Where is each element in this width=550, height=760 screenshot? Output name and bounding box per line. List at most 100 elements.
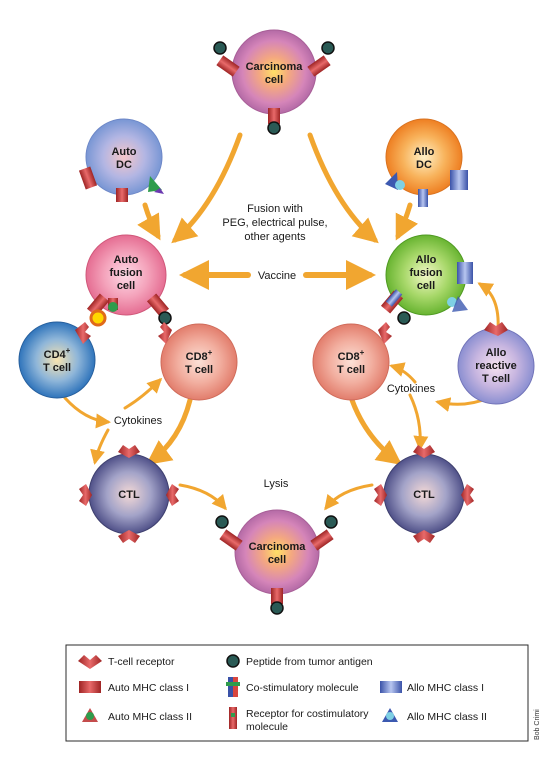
- allo-mhc1-legend-icon: [380, 681, 402, 693]
- legend-receptor-2: molecule: [246, 721, 288, 733]
- ctl-left-label: CTL: [118, 489, 140, 501]
- arrow-allo-dc-to-allo-fusion: [395, 202, 419, 241]
- fusion-label-3: other agents: [244, 231, 306, 243]
- svg-text:Allo MHC class II: Allo MHC class II: [407, 711, 487, 723]
- svg-text:T cell: T cell: [482, 373, 510, 385]
- cytokines-right-label: Cytokines: [387, 383, 436, 395]
- legend-tcr: T-cell receptor: [108, 656, 175, 668]
- peptide-legend-icon: [226, 654, 240, 668]
- svg-text:Cytokines: Cytokines: [387, 383, 436, 395]
- svg-text:Auto: Auto: [113, 254, 138, 266]
- svg-text:cell: cell: [265, 74, 283, 86]
- flow-arrows: [63, 132, 500, 511]
- carcinoma-bottom-label-2: cell: [268, 554, 286, 566]
- svg-text:Vaccine: Vaccine: [258, 270, 296, 282]
- carcinoma-top-label: Carcinoma: [246, 61, 304, 73]
- arrow-cd8-left-to-ctl-left: [145, 397, 193, 465]
- svg-text:other agents: other agents: [244, 231, 306, 243]
- arrow-cd4-cytokines: [63, 396, 111, 429]
- svg-text:Auto MHC class I: Auto MHC class I: [108, 682, 189, 694]
- cytokines-left-label: Cytokines: [114, 415, 163, 427]
- auto-dc-label: Auto: [111, 146, 136, 158]
- svg-text:Lysis: Lysis: [264, 478, 289, 490]
- ctl-cell-right: CTL: [374, 445, 474, 543]
- cd8-right-label: CD8: [338, 351, 360, 363]
- svg-text:Allo: Allo: [416, 254, 437, 266]
- cd8-t-cell-right: CD8+ T cell: [312, 322, 392, 401]
- cd8-t-cell-left: CD8+ T cell: [158, 322, 238, 401]
- arrow-ctl-right-to-carcinoma: [324, 483, 374, 511]
- allo-fusion-label: Allo: [416, 254, 437, 266]
- svg-text:Cytokines: Cytokines: [114, 415, 163, 427]
- cd8-left-label: CD8: [186, 351, 208, 363]
- cd8-right-superscript: +: [360, 348, 365, 357]
- cd8-right-label-2: T cell: [337, 364, 365, 376]
- svg-text:reactive: reactive: [475, 360, 517, 372]
- arrow-cytokines-to-cd8-left: [123, 377, 163, 410]
- svg-text:CTL: CTL: [413, 489, 435, 501]
- auto-dc-label-2: DC: [116, 159, 132, 171]
- svg-text:Receptor for costimulatory: Receptor for costimulatory: [246, 708, 369, 720]
- auto-fusion-label: Auto: [113, 254, 138, 266]
- cd8-left-superscript: +: [208, 348, 213, 357]
- auto-mhc1-legend-icon: [79, 681, 101, 693]
- costim-legend-icon: [226, 677, 240, 697]
- legend-auto-mhc1: Auto MHC class I: [108, 682, 189, 694]
- tcr-legend-icon: [78, 655, 102, 669]
- arrow-auto-dc-to-auto-fusion: [137, 202, 161, 241]
- ctl-cell-left: CTL: [79, 445, 179, 543]
- svg-text:cell: cell: [117, 280, 135, 292]
- allo-dc-label-2: DC: [416, 159, 432, 171]
- arrow-cd8-right-to-ctl-right: [349, 397, 402, 466]
- allo-reactive-label-3: T cell: [482, 373, 510, 385]
- svg-text:PEG, electrical pulse,: PEG, electrical pulse,: [222, 217, 327, 229]
- svg-text:T cell: T cell: [185, 364, 213, 376]
- svg-text:fusion: fusion: [110, 267, 143, 279]
- carcinoma-cell-bottom: Carcinoma cell: [215, 509, 338, 615]
- lysis-label: Lysis: [264, 478, 289, 490]
- svg-text:Allo MHC class I: Allo MHC class I: [407, 682, 484, 694]
- cd4-label-2: T cell: [43, 362, 71, 374]
- vaccine-label: Vaccine: [258, 270, 296, 282]
- auto-mhc2-legend-icon: [82, 708, 98, 722]
- ctl-right-label: CTL: [413, 489, 435, 501]
- carcinoma-cell-top: Carcinoma cell: [213, 29, 335, 135]
- auto-dc-cell: Auto DC: [78, 118, 164, 202]
- svg-text:Fusion with: Fusion with: [247, 203, 303, 215]
- arrow-cytokines-to-ctl-right: [408, 393, 429, 451]
- artist-credit: Bob Crimi: [534, 709, 541, 740]
- legend-costim: Co-stimulatory molecule: [246, 682, 359, 694]
- allo-reactive-label: Allo: [486, 347, 507, 359]
- svg-text:cell: cell: [268, 554, 286, 566]
- svg-text:CD4+: CD4+: [44, 346, 71, 361]
- arrow-carcinoma-to-auto-fusion: [171, 132, 243, 244]
- svg-text:Peptide from tumor antigen: Peptide from tumor antigen: [246, 656, 373, 668]
- arrow-cytokines-to-cd8-right: [389, 362, 417, 384]
- svg-text:Auto MHC class II: Auto MHC class II: [108, 711, 192, 723]
- svg-text:Allo: Allo: [486, 347, 507, 359]
- svg-text:T-cell receptor: T-cell receptor: [108, 656, 175, 668]
- allo-dc-label: Allo: [414, 146, 435, 158]
- svg-text:fusion: fusion: [410, 267, 443, 279]
- arrow-ctl-left-to-carcinoma: [178, 483, 227, 511]
- svg-text:molecule: molecule: [246, 721, 288, 733]
- svg-text:Co-stimulatory molecule: Co-stimulatory molecule: [246, 682, 359, 694]
- svg-text:Auto: Auto: [111, 146, 136, 158]
- arrow-carcinoma-to-allo-fusion: [307, 132, 379, 244]
- legend: T-cell receptor Peptide from tumor antig…: [65, 644, 529, 742]
- svg-text:DC: DC: [416, 159, 432, 171]
- auto-fusion-label-2: fusion: [110, 267, 143, 279]
- receptor-legend-icon: [229, 707, 237, 729]
- allo-dc-cell: Allo DC: [385, 118, 468, 207]
- carcinoma-bottom-label: Carcinoma: [249, 541, 307, 553]
- legend-peptide: Peptide from tumor antigen: [246, 656, 373, 668]
- fusion-label-1: Fusion with: [247, 203, 303, 215]
- svg-text:CD8+: CD8+: [338, 348, 365, 363]
- auto-fusion-cell: Auto fusion cell: [85, 234, 172, 327]
- legend-allo-mhc2: Allo MHC class II: [407, 711, 487, 723]
- allo-fusion-label-2: fusion: [410, 267, 443, 279]
- cd4-superscript: +: [66, 346, 71, 355]
- fusion-label-2: PEG, electrical pulse,: [222, 217, 327, 229]
- arrow-cytokines-to-ctl-left: [90, 428, 110, 465]
